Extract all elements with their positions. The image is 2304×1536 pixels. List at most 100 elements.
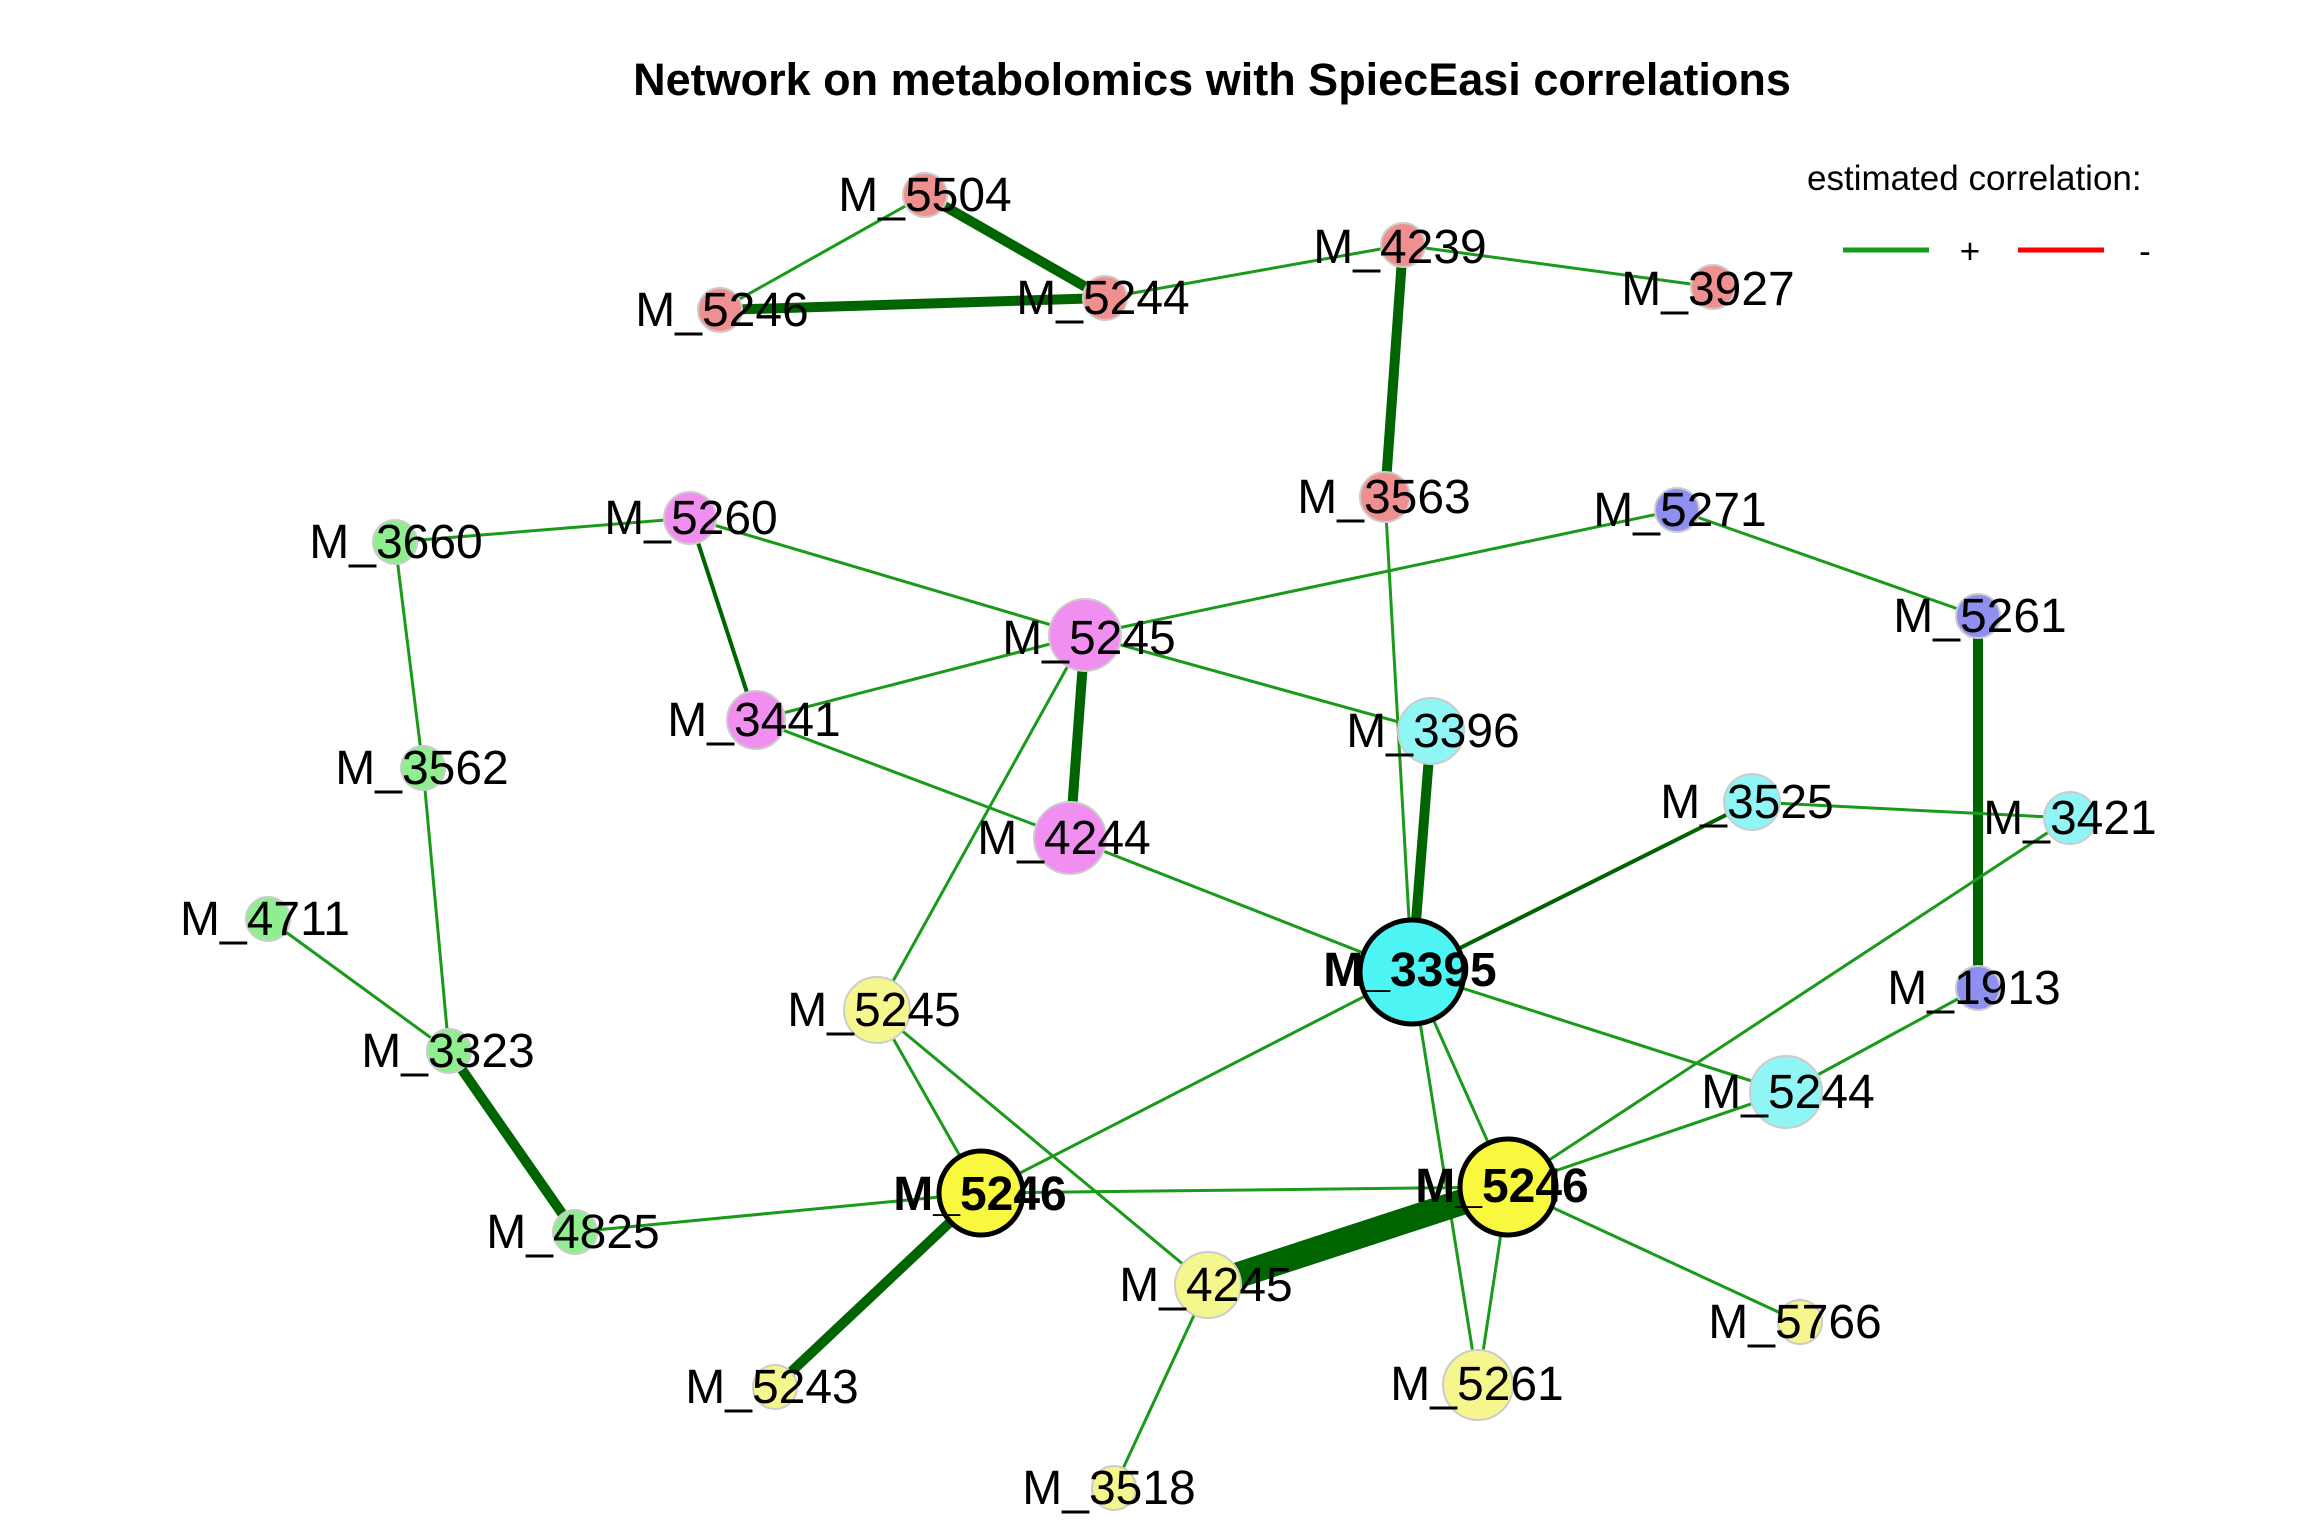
node-label: M_3395 — [1323, 944, 1496, 997]
legend-positive-symbol: + — [1960, 232, 1980, 271]
edge-n22-n23 — [1411, 970, 1787, 1094]
node-label: M_5246 — [893, 1168, 1066, 1221]
node-label: M_5260 — [604, 492, 777, 545]
node-m-4239 — [1380, 222, 1426, 268]
node-label: M_5246 — [635, 284, 808, 337]
edge-n3-n4 — [1104, 243, 1404, 300]
node-m-3562 — [400, 745, 446, 791]
node-label: M_3525 — [1660, 776, 1833, 829]
node-label: M_5245 — [787, 984, 960, 1037]
node-label: M_5244 — [1016, 272, 1189, 325]
edge-n15-n25 — [574, 1191, 982, 1234]
node-m-4825 — [552, 1209, 598, 1255]
node-m-5260 — [663, 491, 717, 545]
node-label: M_3518 — [1022, 1462, 1195, 1515]
node-m-3323 — [426, 1028, 472, 1074]
node-m-5504 — [902, 172, 948, 218]
node-label: M_4244 — [977, 812, 1150, 865]
edge-n16-n17 — [1676, 508, 1979, 618]
edge-n11-n12 — [393, 541, 425, 769]
node-m-5245 — [843, 976, 911, 1044]
edge-n7-n8 — [689, 516, 1086, 637]
edge-n1-n3 — [922, 190, 1108, 303]
edge-n8-n16 — [1084, 508, 1678, 637]
node-label: M_5244 — [1701, 1066, 1874, 1119]
node-m-3518 — [1091, 1465, 1137, 1511]
edge-n10-n22 — [1069, 836, 1413, 974]
edges-layer — [267, 190, 2071, 1489]
edge-n27-n31 — [1112, 1284, 1210, 1489]
edge-n14-n15 — [444, 1048, 580, 1235]
edge-n21-n26 — [1507, 816, 2071, 1189]
node-label: M_4711 — [180, 893, 350, 946]
edge-n20-n22 — [1411, 800, 1753, 974]
edge-n4-n5 — [1402, 243, 1714, 289]
edge-n20-n21 — [1751, 800, 2071, 820]
edge-n1-n2 — [719, 193, 926, 312]
node-label: M_3660 — [309, 516, 482, 569]
edge-n8-n19 — [1084, 633, 1432, 733]
edge-n4-n6 — [1380, 244, 1408, 498]
legend: estimated correlation: + - — [1807, 159, 2151, 271]
node-m-3525 — [1723, 773, 1781, 831]
edge-n22-n25 — [980, 970, 1413, 1195]
node-m-5244 — [1082, 275, 1128, 321]
node-label: M_5261 — [1390, 1358, 1563, 1411]
node-label: M_3421 — [1983, 792, 2156, 845]
node-label: M_3562 — [335, 742, 508, 795]
edge-n7-n9 — [688, 517, 758, 721]
edge-n12-n14 — [421, 767, 451, 1052]
node-m-4244 — [1033, 801, 1107, 875]
node-m-4245 — [1174, 1251, 1242, 1319]
edge-n25-n28 — [771, 1189, 985, 1391]
node-label: M_3563 — [1297, 471, 1470, 524]
node-label: M_3323 — [361, 1025, 534, 1078]
node-m-5246 — [697, 287, 743, 333]
node-m-5246 — [936, 1148, 1026, 1238]
node-label: M_4239 — [1313, 221, 1486, 274]
edge-n25-n26 — [980, 1185, 1509, 1195]
node-label: M_3396 — [1346, 705, 1519, 758]
node-m-3563 — [1359, 471, 1411, 523]
node-m-3660 — [372, 519, 418, 565]
edge-n9-n10 — [755, 718, 1071, 840]
legend-negative-symbol: - — [2139, 232, 2151, 271]
node-label: M_5504 — [838, 169, 1011, 222]
edge-n26-n30 — [1507, 1185, 1801, 1324]
node-m-5243 — [752, 1364, 798, 1410]
node-label: M_5766 — [1708, 1296, 1881, 1349]
node-label: M_1913 — [1887, 962, 2060, 1015]
node-label: M_4825 — [486, 1206, 659, 1259]
node-m-4711 — [245, 896, 291, 942]
node-m-1913 — [1955, 965, 2001, 1011]
edge-n13-n14 — [267, 917, 450, 1053]
node-m-5244 — [1749, 1055, 1823, 1129]
node-m-3421 — [2043, 791, 2097, 845]
node-label: M_5243 — [685, 1361, 858, 1414]
edge-n2-n3 — [719, 293, 1106, 315]
node-label: M_3441 — [667, 694, 840, 747]
node-label: M_5246 — [1415, 1160, 1588, 1213]
node-m-3395 — [1357, 917, 1467, 1027]
edge-n11-n7 — [394, 516, 691, 544]
edge-n8-n24 — [875, 634, 1087, 1011]
edge-n26-n27 — [1203, 1174, 1513, 1298]
node-label: M_5261 — [1893, 590, 2066, 643]
node-m-3441 — [726, 690, 786, 750]
node-label: M_4245 — [1119, 1259, 1292, 1312]
chart-title: Network on metabolomics with SpiecEasi c… — [633, 54, 1791, 105]
node-label: M_5271 — [1593, 484, 1766, 537]
node-label: M_5245 — [1002, 612, 1175, 665]
node-m-5245 — [1048, 598, 1122, 672]
edge-n24-n27 — [876, 1008, 1209, 1287]
node-m-3396 — [1397, 697, 1465, 765]
node-m-5766 — [1777, 1299, 1823, 1345]
node-m-5246 — [1457, 1136, 1559, 1238]
edge-n9-n8 — [755, 633, 1086, 722]
node-m-5261 — [1955, 593, 2001, 639]
node-label: M_3927 — [1621, 263, 1794, 316]
edge-n22-n29 — [1410, 971, 1480, 1386]
node-m-3927 — [1690, 264, 1736, 310]
node-m-5261 — [1442, 1349, 1514, 1421]
